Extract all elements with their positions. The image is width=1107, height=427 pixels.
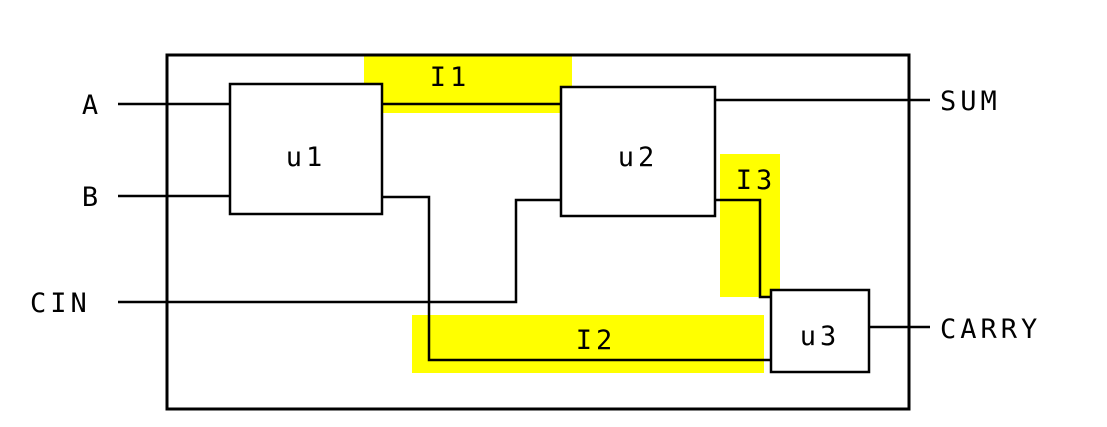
wire-i3 — [715, 198, 771, 299]
net-i2-highlight — [412, 315, 764, 373]
wire-cin — [118, 198, 561, 304]
port-sum-label: SUM — [940, 86, 1001, 117]
instance-u2-box — [559, 85, 717, 218]
port-b-label: B — [82, 182, 102, 213]
instance-u1-box — [228, 82, 384, 216]
instance-u3-label: u3 — [800, 321, 841, 352]
port-a-label: A — [82, 90, 102, 121]
net-i2-label: I2 — [576, 325, 617, 356]
port-cin-label: CIN — [30, 288, 91, 319]
net-i3-label: I3 — [736, 165, 777, 196]
wire-i2 — [382, 195, 771, 362]
instance-u1-label: u1 — [286, 142, 327, 173]
net-i3-highlight — [720, 154, 780, 297]
instance-u2-label: u2 — [618, 142, 659, 173]
net-i1-label: I1 — [430, 62, 471, 93]
instance-u3-box — [769, 288, 871, 374]
module-boundary — [165, 53, 911, 411]
port-carry-label: CARRY — [940, 314, 1041, 345]
